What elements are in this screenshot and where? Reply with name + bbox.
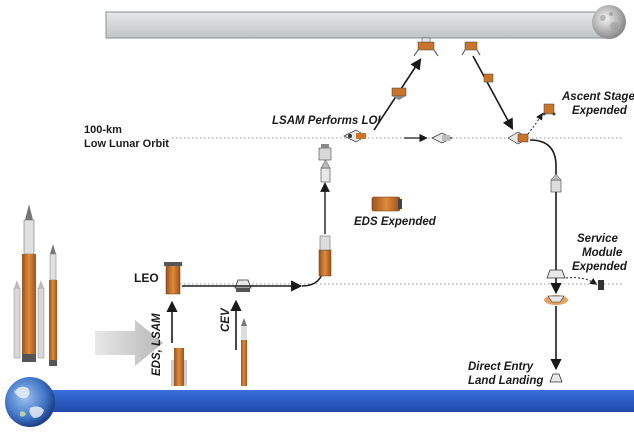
eds-lsam-launcher-icon (171, 348, 187, 386)
lsam-loi-icon (343, 129, 367, 143)
eds-expended-icon (371, 196, 402, 212)
moon-icon (592, 5, 626, 39)
ascent-stage-label-line2: Expended (572, 105, 628, 117)
docked-vehicle-icon (507, 131, 529, 145)
service-module-expended-icon (598, 280, 604, 290)
cev-launch-label: CEV (220, 307, 232, 332)
moon-surface-bar (105, 11, 607, 39)
leo-label: LEO (134, 271, 159, 285)
ascent-stage-jettison-path (527, 112, 543, 135)
direct-entry-label-line1: Direct Entry (468, 361, 534, 373)
lander-on-surface-icon (413, 37, 439, 57)
service-module-label-line3: Expended (572, 261, 628, 273)
reentry-heatshield-icon (544, 295, 568, 305)
spacecraft-icon (550, 173, 562, 193)
spacecraft-icon (391, 87, 407, 100)
earth-surface-bar (30, 390, 634, 412)
ascent-arrow (472, 55, 514, 130)
service-module-jettison-path (565, 277, 598, 285)
eds-expended-label: EDS Expended (354, 216, 437, 228)
lunar-orbit-label-line1: 100-km (84, 124, 122, 136)
spacecraft-icon (483, 73, 494, 83)
spacecraft-icon (318, 144, 332, 161)
capsule-icon (546, 269, 566, 279)
ascent-stage-on-surface-icon (461, 41, 481, 56)
launch-direction-arrow (95, 320, 163, 366)
ascent-stage-expended-icon (542, 103, 556, 116)
rocket-stack-icon (13, 204, 57, 366)
parachute-icon (549, 373, 563, 383)
trans-earth-path (529, 139, 557, 178)
spacecraft-icon (320, 159, 331, 183)
direct-entry-label-line2: Land Landing (468, 375, 543, 387)
service-module-label-line1: Service (577, 233, 619, 245)
tli-stack-icon (318, 235, 332, 277)
service-module-label-line2: Module (582, 247, 623, 259)
earth-icon (5, 377, 55, 427)
eds-lsam-launch-label: EDS, LSAM (151, 313, 163, 376)
cev-lunar-orbit-icon (431, 132, 453, 144)
lsam-loi-label: LSAM Performs LOI (272, 115, 381, 127)
lunar-orbit-label-line2: Low Lunar Orbit (84, 138, 169, 150)
eds-lsam-in-leo-icon (164, 262, 182, 295)
ascent-stage-label-line1: Ascent Stage (561, 91, 634, 103)
cev-launcher-icon (241, 318, 247, 386)
